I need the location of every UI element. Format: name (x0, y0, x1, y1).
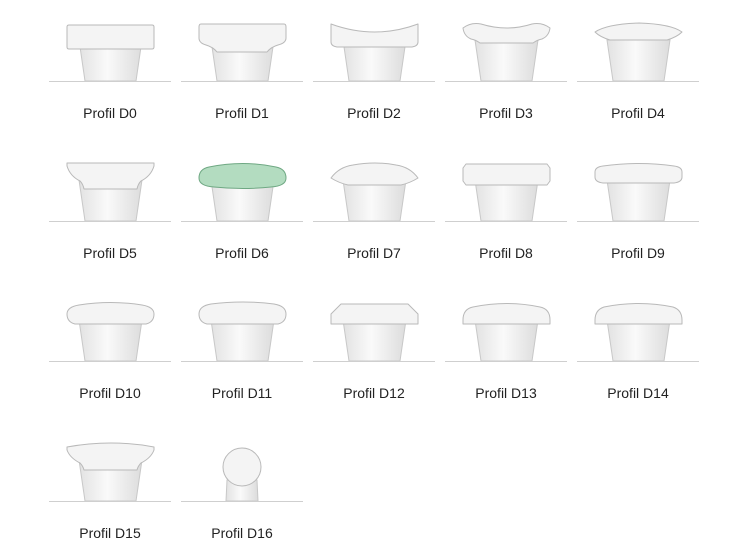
stem (474, 319, 539, 362)
profile-label: Profil D2 (347, 105, 401, 121)
profile-option-d8[interactable]: Profil D8 (445, 150, 567, 268)
profile-d2-shape-icon (313, 23, 435, 82)
profile-option-d3[interactable]: Profil D3 (445, 10, 567, 128)
profile-label: Profil D9 (611, 245, 665, 261)
profile-d5-shape-icon (49, 162, 171, 222)
cap (594, 22, 683, 41)
cap (66, 302, 155, 325)
cap (330, 162, 419, 186)
profile-label: Profil D8 (479, 245, 533, 261)
profile-label: Profil D6 (215, 245, 269, 261)
profile-option-d7[interactable]: Profil D7 (313, 150, 435, 268)
profile-label: Profil D15 (79, 525, 141, 541)
profile-option-d0[interactable]: Profil D0 (49, 10, 171, 128)
profile-label: Profil D16 (211, 525, 273, 541)
cap (462, 163, 551, 186)
profile-d12-shape-icon (313, 303, 435, 362)
profile-option-d6[interactable]: Profil D6 (181, 150, 303, 268)
cap (462, 303, 551, 325)
profile-d9-shape-icon (577, 163, 699, 222)
stem (210, 319, 275, 362)
profile-option-d13[interactable]: Profil D13 (445, 290, 567, 408)
profile-label: Profil D5 (83, 245, 137, 261)
stem (474, 39, 539, 82)
profile-d1-shape-icon (181, 23, 303, 82)
profile-d7-shape-icon (313, 162, 435, 222)
profile-d6-shape-icon (181, 163, 303, 222)
profile-option-d10[interactable]: Profil D10 (49, 290, 171, 408)
profile-label: Profil D12 (343, 385, 405, 401)
profile-option-d15[interactable]: Profil D15 (49, 430, 171, 548)
cap (66, 24, 155, 50)
profile-option-d9[interactable]: Profil D9 (577, 150, 699, 268)
profile-label: Profil D4 (611, 105, 665, 121)
cap (198, 163, 287, 189)
profile-option-d4[interactable]: Profil D4 (577, 10, 699, 128)
cap (66, 162, 155, 190)
profile-label: Profil D1 (215, 105, 269, 121)
profile-d14-shape-icon (577, 303, 699, 362)
profile-d4-shape-icon (577, 22, 699, 82)
profile-label: Profil D3 (479, 105, 533, 121)
profile-option-d14[interactable]: Profil D14 (577, 290, 699, 408)
profile-d10-shape-icon (49, 302, 171, 362)
cap (594, 163, 683, 184)
profile-d8-shape-icon (445, 163, 567, 222)
cap (66, 442, 155, 471)
profile-option-d1[interactable]: Profil D1 (181, 10, 303, 128)
stem (342, 179, 407, 222)
profile-option-d16[interactable]: Profil D16 (181, 430, 303, 548)
stem (474, 179, 539, 222)
cap (198, 301, 287, 325)
cap (198, 23, 287, 53)
stem (606, 319, 671, 362)
profile-label: Profil D7 (347, 245, 401, 261)
profile-d3-shape-icon (445, 23, 567, 82)
stem (606, 179, 671, 222)
cap (330, 303, 419, 325)
profile-d0-shape-icon (49, 24, 171, 82)
profile-d13-shape-icon (445, 303, 567, 362)
profile-d11-shape-icon (181, 301, 303, 362)
cap (594, 303, 683, 325)
profile-option-d12[interactable]: Profil D12 (313, 290, 435, 408)
profile-label: Profil D0 (83, 105, 137, 121)
profile-label: Profil D10 (79, 385, 141, 401)
profile-option-d11[interactable]: Profil D11 (181, 290, 303, 408)
profile-d15-shape-icon (49, 442, 171, 502)
ball-cap (222, 447, 262, 487)
profile-label: Profil D14 (607, 385, 669, 401)
stem (342, 319, 407, 362)
cap (462, 23, 551, 44)
stem (78, 319, 143, 362)
profile-label: Profil D13 (475, 385, 537, 401)
cap (330, 23, 419, 48)
profile-label: Profil D11 (211, 385, 273, 401)
profile-option-d2[interactable]: Profil D2 (313, 10, 435, 128)
profile-d16-shape-icon (181, 447, 303, 502)
profile-option-d5[interactable]: Profil D5 (49, 150, 171, 268)
stem (606, 39, 671, 82)
